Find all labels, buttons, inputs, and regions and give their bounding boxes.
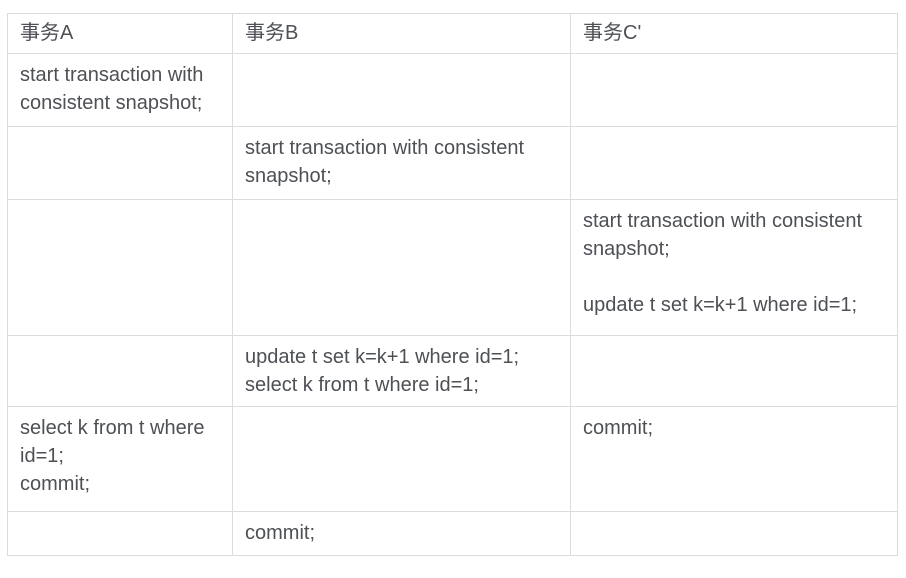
table-cell xyxy=(7,511,233,556)
table-cell xyxy=(7,199,233,336)
sql-statement-line: start transaction with consistent snapsh… xyxy=(20,64,204,114)
table-row: commit; xyxy=(7,511,898,556)
sql-statement-line: start transaction with consistent snapsh… xyxy=(583,210,863,260)
table-cell xyxy=(570,511,898,556)
table-cell xyxy=(7,335,233,407)
table-cell xyxy=(232,199,571,336)
table-cell xyxy=(570,335,898,407)
table-row: start transaction with consistent snapsh… xyxy=(7,53,898,127)
table-cell xyxy=(570,53,898,127)
table-cell xyxy=(232,406,571,512)
column-header-transaction-c: 事务C' xyxy=(570,13,898,54)
sql-statement-line xyxy=(583,263,885,291)
table-row: start transaction with consistent snapsh… xyxy=(7,199,898,336)
table-cell: start transaction with consistent snapsh… xyxy=(7,53,233,127)
sql-statement-line: select k from t where id=1; xyxy=(20,417,205,467)
table-cell: update t set k=k+1 where id=1; select k f… xyxy=(232,335,571,407)
sql-statement-line: commit; xyxy=(245,522,315,544)
transaction-table: 事务A 事务B 事务C' start transaction with cons… xyxy=(7,13,898,556)
sql-statement-line: commit; xyxy=(583,417,653,439)
column-header-transaction-b: 事务B xyxy=(232,13,571,54)
sql-statement-line: select k from t where id=1; xyxy=(245,374,479,396)
table-row: select k from t where id=1; commit; commi… xyxy=(7,406,898,512)
table-row: start transaction with consistent snapsh… xyxy=(7,126,898,200)
table-cell xyxy=(570,126,898,200)
table-row: update t set k=k+1 where id=1; select k f… xyxy=(7,335,898,407)
sql-statement-line: update t set k=k+1 where id=1; xyxy=(583,294,858,316)
table-cell: start transaction with consistent snapsh… xyxy=(232,126,571,200)
table-cell: select k from t where id=1; commit; xyxy=(7,406,233,512)
sql-statement-line: commit; xyxy=(20,473,90,495)
table-cell xyxy=(7,126,233,200)
header-row: 事务A 事务B 事务C' xyxy=(7,13,898,54)
sql-statement-line: update t set k=k+1 where id=1; xyxy=(245,346,520,368)
column-header-transaction-a: 事务A xyxy=(7,13,233,54)
table-cell: commit; xyxy=(570,406,898,512)
table-cell xyxy=(232,53,571,127)
table-cell: start transaction with consistent snapsh… xyxy=(570,199,898,336)
sql-statement-line: start transaction with consistent snapsh… xyxy=(245,137,525,187)
table-cell: commit; xyxy=(232,511,571,556)
